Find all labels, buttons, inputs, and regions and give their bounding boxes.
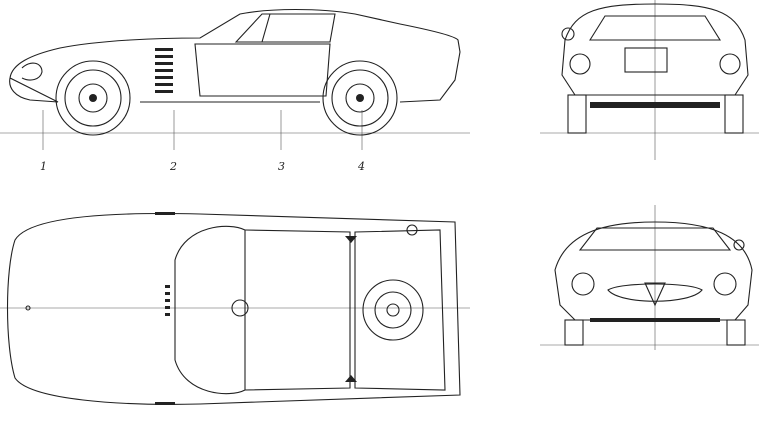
plate-area <box>624 47 668 73</box>
mirror-icon <box>561 27 575 41</box>
rear-view <box>540 205 759 350</box>
label-3: 3 <box>278 160 285 173</box>
label-2: 2 <box>169 160 177 173</box>
rear-window <box>578 227 732 251</box>
side-vents <box>155 48 173 93</box>
body-profile <box>9 8 461 103</box>
tire-right-rear <box>726 319 746 346</box>
label-1: 1 <box>40 160 47 173</box>
steering-wheel <box>231 299 249 317</box>
hood-vents <box>165 285 170 316</box>
pillar <box>261 13 271 43</box>
headlight-right <box>719 53 741 75</box>
spare-wheel <box>362 279 424 341</box>
tire-right <box>724 94 744 134</box>
front-wheel <box>55 60 131 136</box>
taillight-left <box>571 272 595 296</box>
window <box>234 13 336 43</box>
grille <box>607 283 703 302</box>
door <box>194 43 331 97</box>
label-4: 4 <box>357 160 365 173</box>
tire-left <box>567 94 587 134</box>
windshield <box>589 15 721 41</box>
tire-left-rear <box>564 319 584 346</box>
headlight <box>21 62 43 81</box>
roof <box>244 229 351 391</box>
front-view <box>540 0 759 160</box>
windshield-top <box>174 225 246 395</box>
side-view: 1 2 3 4 <box>0 8 470 173</box>
rear-wheel <box>322 60 398 136</box>
headlight-left <box>569 53 591 75</box>
taillight-right <box>713 272 737 296</box>
top-view <box>0 212 470 405</box>
rear-deck <box>354 229 446 391</box>
